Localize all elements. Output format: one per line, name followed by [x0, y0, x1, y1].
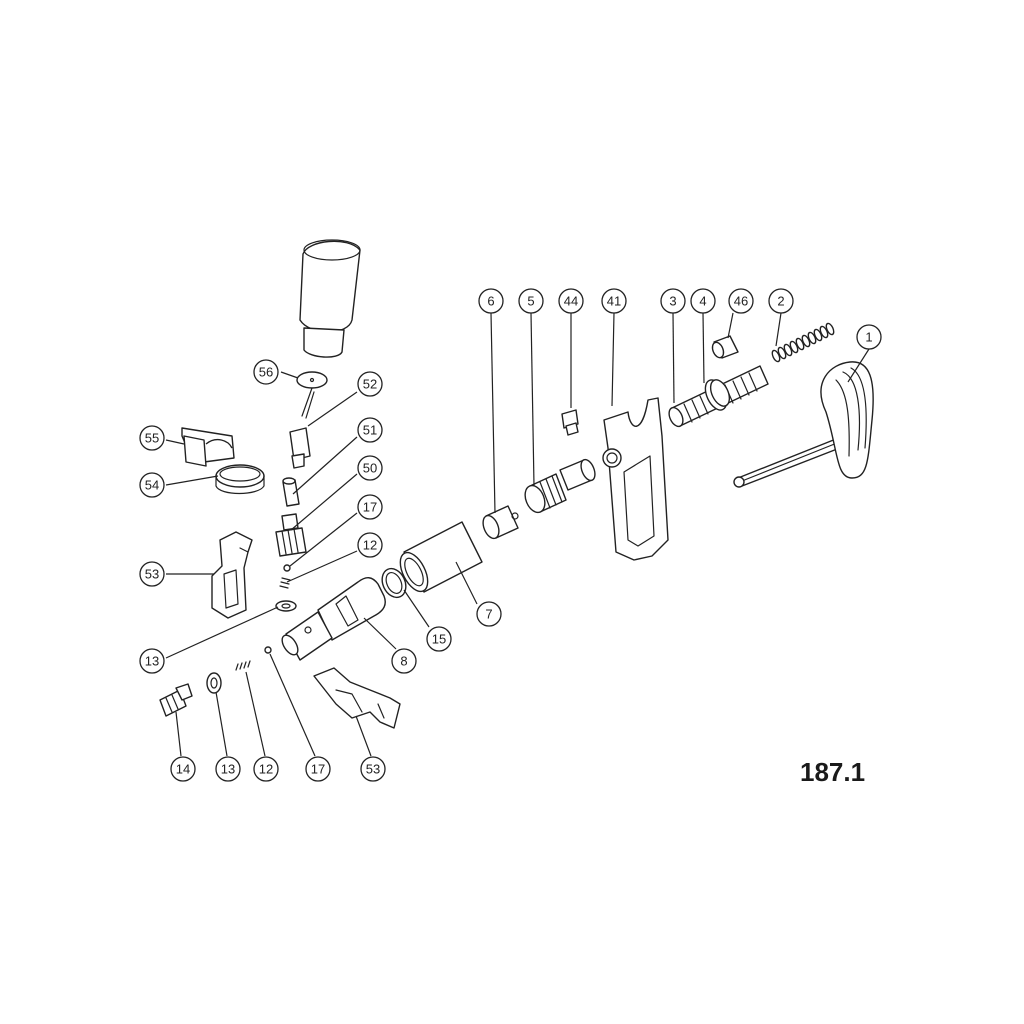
svg-text:53: 53 [145, 567, 159, 582]
svg-text:15: 15 [432, 632, 446, 647]
callout-12-lower: 12 [253, 756, 279, 782]
paint-cup [299, 239, 361, 358]
svg-text:13: 13 [221, 762, 235, 777]
svg-text:41: 41 [607, 294, 621, 309]
leader-lines [165, 312, 870, 757]
svg-text:12: 12 [259, 762, 273, 777]
part-2-spring [771, 322, 835, 363]
part-17-ball-lower [264, 646, 272, 654]
figure-number: 187.1 [800, 757, 865, 787]
part-53-bracket-upper [211, 531, 253, 619]
svg-text:8: 8 [400, 654, 407, 669]
svg-text:6: 6 [487, 294, 494, 309]
part-41-handle-grip [602, 397, 669, 561]
callout-51: 51 [357, 417, 383, 443]
svg-text:51: 51 [363, 423, 377, 438]
part-13-washer-upper [275, 600, 297, 612]
callout-17-upper: 17 [357, 494, 383, 520]
part-56-disc [296, 371, 328, 389]
svg-text:17: 17 [363, 500, 377, 515]
svg-text:53: 53 [366, 762, 380, 777]
callout-2: 2 [768, 288, 794, 314]
callout-44: 44 [558, 288, 584, 314]
svg-text:44: 44 [564, 294, 578, 309]
part-3-4-threaded-cylinder [668, 365, 769, 428]
svg-text:54: 54 [145, 478, 159, 493]
part-6-sleeve [482, 505, 519, 540]
part-13-washer-lower [206, 672, 222, 694]
part-44-screw [561, 409, 579, 436]
svg-text:52: 52 [363, 377, 377, 392]
svg-text:3: 3 [669, 294, 676, 309]
svg-text:50: 50 [363, 461, 377, 476]
callout-56: 56 [253, 359, 279, 385]
callout-52: 52 [357, 371, 383, 397]
svg-text:7: 7 [485, 607, 492, 622]
svg-text:17: 17 [311, 762, 325, 777]
callout-15: 15 [426, 626, 452, 652]
part-55-u-clip [181, 427, 235, 467]
callout-6: 6 [478, 288, 504, 314]
svg-text:2: 2 [777, 294, 784, 309]
callout-46: 46 [728, 288, 754, 314]
part-52-needle [289, 387, 315, 469]
callout-13-upper: 13 [139, 648, 165, 674]
callout-41: 41 [601, 288, 627, 314]
part-54-ring-band [215, 464, 265, 495]
part-5-knurled-nut [524, 458, 596, 514]
callout-13-lower: 13 [215, 756, 241, 782]
callout-55: 55 [139, 425, 165, 451]
callout-5: 5 [518, 288, 544, 314]
part-53-bracket-lower [313, 667, 401, 729]
callout-54: 54 [139, 472, 165, 498]
callout-12-upper: 12 [357, 532, 383, 558]
part-51-small-tube [282, 477, 300, 507]
callout-14: 14 [170, 756, 196, 782]
svg-text:5: 5 [527, 294, 534, 309]
callout-7: 7 [476, 601, 502, 627]
part-7-tube [399, 521, 483, 593]
callout-1: 1 [856, 324, 882, 350]
part-46-ring [711, 335, 739, 359]
callout-53-upper: 53 [139, 561, 165, 587]
part-15-o-ring [381, 567, 407, 599]
callout-3: 3 [660, 288, 686, 314]
svg-text:55: 55 [145, 431, 159, 446]
svg-text:14: 14 [176, 762, 190, 777]
svg-text:4: 4 [699, 294, 706, 309]
part-14-knurled-cap [159, 683, 193, 717]
part-50-fitting [275, 513, 307, 557]
part-12-spring-upper [279, 577, 291, 589]
part-8-nozzle-body [281, 577, 386, 661]
callout-8: 8 [391, 648, 417, 674]
svg-text:12: 12 [363, 538, 377, 553]
svg-text:1: 1 [865, 330, 872, 345]
svg-text:13: 13 [145, 654, 159, 669]
svg-text:56: 56 [259, 365, 273, 380]
part-17-ball-upper [283, 564, 291, 572]
callout-50: 50 [357, 455, 383, 481]
svg-text:46: 46 [734, 294, 748, 309]
part-12-spring-lower [235, 660, 251, 671]
callout-4: 4 [690, 288, 716, 314]
callout-17-lower: 17 [305, 756, 331, 782]
callout-53-lower: 53 [360, 756, 386, 782]
